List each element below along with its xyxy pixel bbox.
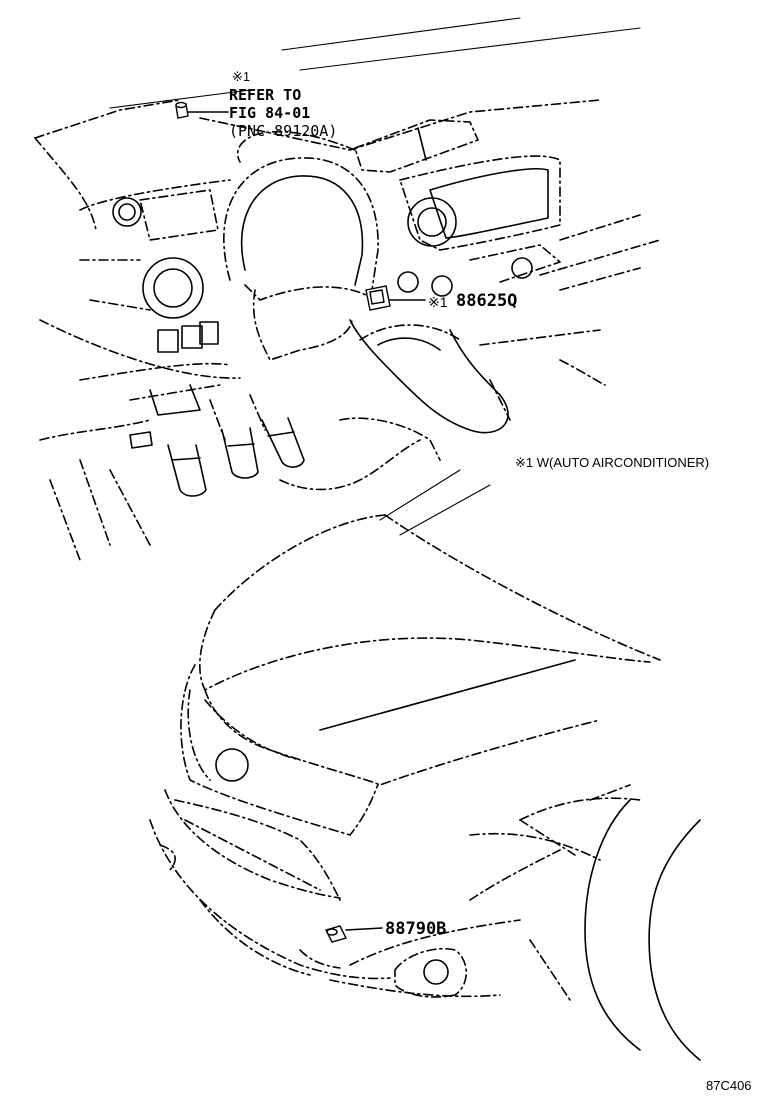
refer-callout-line1: REFER TO	[229, 86, 302, 104]
part-88625q-number: 88625Q	[456, 291, 518, 311]
refer-callout-line3: (PNC 89120A)	[229, 122, 338, 140]
dashboard-illustration	[34, 17, 661, 561]
figure-code: 87C406	[706, 1078, 752, 1093]
part-88625q-sensor	[365, 285, 426, 311]
footnote-auto-aircon: ※1 W(AUTO AIRCONDITIONER)	[515, 455, 710, 470]
part-88790b-number: 88790B	[385, 919, 447, 939]
vehicle-front-illustration	[149, 469, 701, 1061]
refer-callout-mark: ※1	[232, 69, 251, 84]
part-88625q-mark: ※1	[428, 294, 448, 310]
refer-callout-line2: FIG 84-01	[229, 104, 311, 122]
part-88790b-sensor	[324, 925, 383, 943]
part-89120a-sensor	[175, 101, 229, 119]
